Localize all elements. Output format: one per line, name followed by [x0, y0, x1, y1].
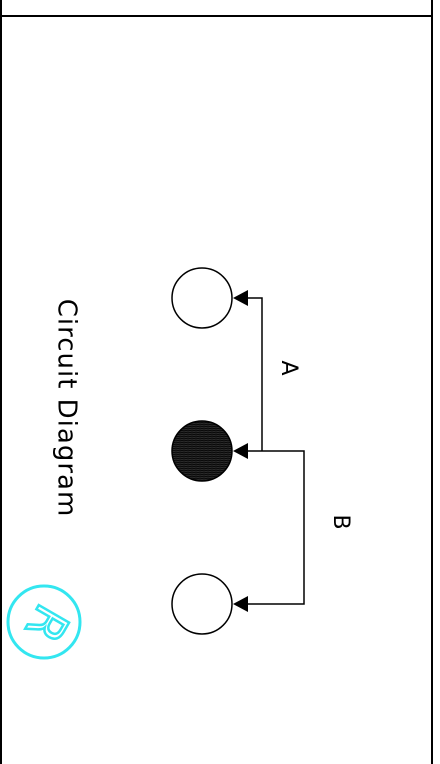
- arrowhead-b-bottom: [233, 596, 248, 612]
- top-node: [171, 267, 233, 329]
- registered-trademark-logo: R: [6, 584, 82, 660]
- logo-letter: R: [14, 595, 79, 652]
- line-b-label: B: [328, 514, 353, 529]
- connection-a: [233, 290, 263, 451]
- center-node-filled: [171, 420, 233, 482]
- arrowhead-a: [233, 290, 248, 306]
- connection-b: [233, 443, 305, 612]
- bottom-node: [171, 573, 233, 635]
- arrowhead-b-center: [233, 443, 248, 459]
- line-a-label: A: [276, 360, 301, 375]
- diagram-title: Circuit Diagram: [52, 299, 82, 518]
